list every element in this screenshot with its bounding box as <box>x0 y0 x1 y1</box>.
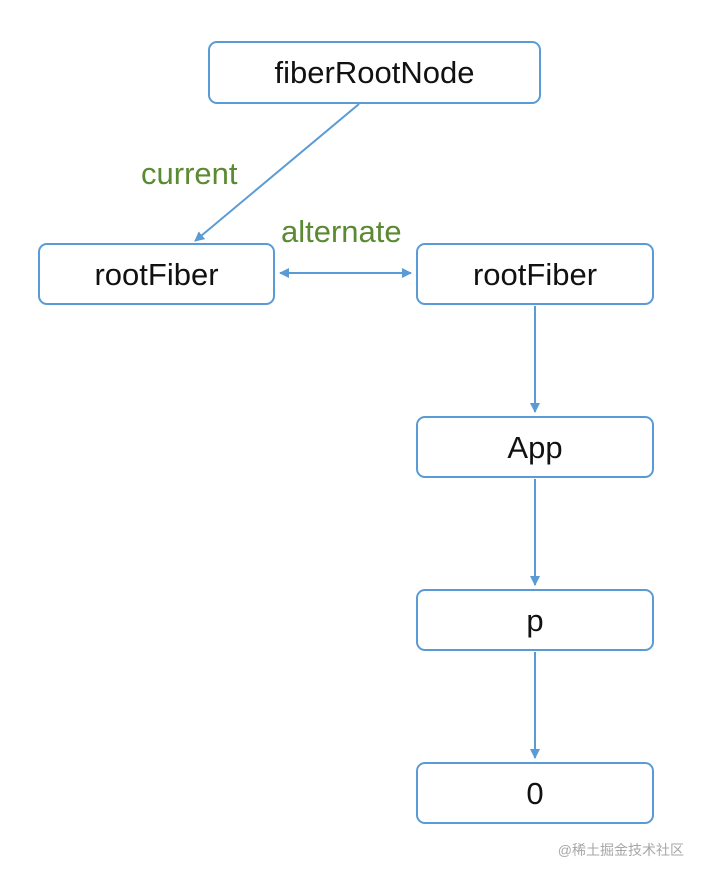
alternate-root-fiber-box: rootFiber <box>416 243 654 305</box>
current-edge-label: current <box>141 156 238 191</box>
alternate-root-fiber-label: rootFiber <box>472 256 598 292</box>
alternate-edge-label: alternate <box>281 214 402 249</box>
watermark: @稀土掘金技术社区 <box>557 842 684 858</box>
current-root-fiber-label: rootFiber <box>94 256 219 292</box>
current-edge-arrow <box>194 103 360 242</box>
current-root-fiber-box: rootFiber <box>38 243 275 305</box>
fiber-root-node-box: fiberRootNode <box>208 41 541 104</box>
app-node-box: App <box>416 416 654 478</box>
fiber-root-node-label: fiberRootNode <box>274 55 475 90</box>
zero-node-label: 0 <box>526 775 544 811</box>
app-node-label: App <box>507 429 563 465</box>
p-node-box: p <box>416 589 654 651</box>
p-node-label: p <box>526 602 544 638</box>
zero-node-box: 0 <box>416 762 654 824</box>
